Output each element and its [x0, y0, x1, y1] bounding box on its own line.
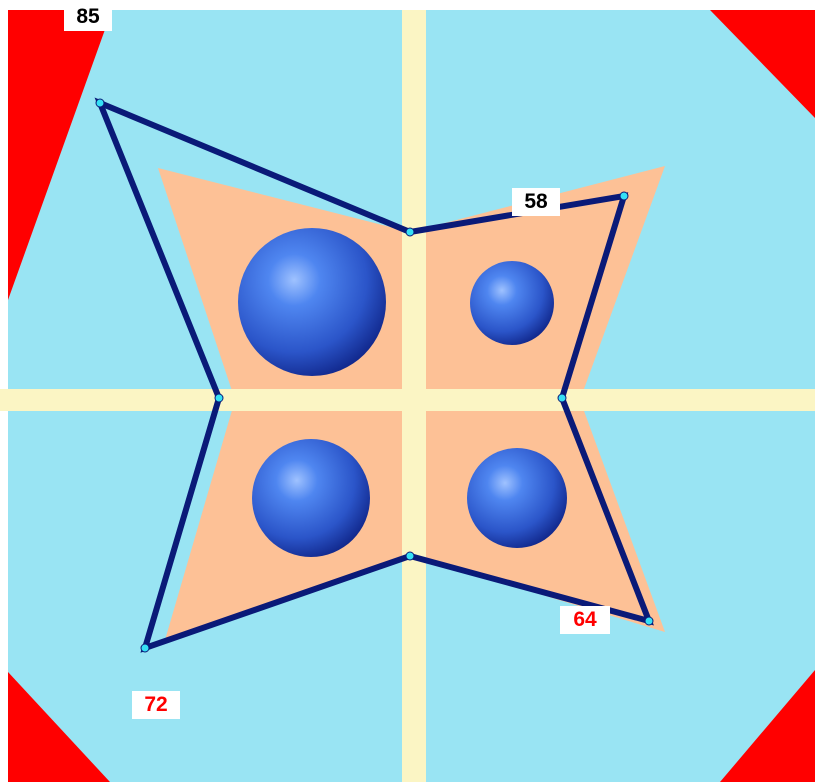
vertex-point — [557, 393, 567, 403]
vertex-point — [405, 227, 415, 237]
vertex-point — [405, 551, 415, 561]
label-top-right: 58 — [512, 188, 560, 216]
sphere-bottom-left — [252, 439, 370, 557]
vertex-point — [214, 393, 224, 403]
sphere-bottom-right — [467, 448, 567, 548]
vertex-markers — [95, 98, 654, 653]
vertex-point — [95, 98, 105, 108]
vertex-point — [140, 643, 150, 653]
label-bottom-right: 64 — [560, 606, 610, 634]
sphere-large — [238, 228, 386, 376]
cross-horizontal — [0, 389, 815, 411]
vertex-point — [619, 191, 629, 201]
label-top-left: 85 — [64, 3, 112, 31]
vertex-point — [644, 616, 654, 626]
label-bottom-left: 72 — [132, 691, 180, 719]
sphere-small — [470, 261, 554, 345]
